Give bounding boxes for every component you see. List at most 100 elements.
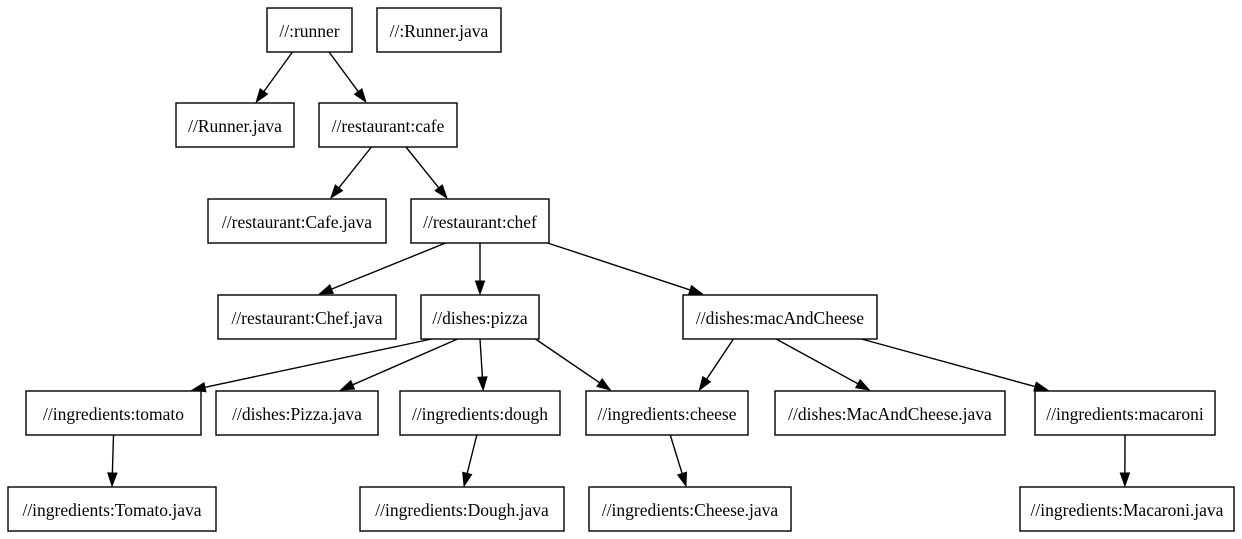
node-label: //Runner.java xyxy=(188,116,282,136)
edge-line xyxy=(535,338,600,384)
edge-line xyxy=(352,338,458,386)
arrowhead-icon xyxy=(854,378,871,391)
node-label: //dishes:pizza xyxy=(432,308,527,328)
node-box xyxy=(682,294,878,340)
node-label: //dishes:macAndCheese xyxy=(696,308,864,328)
edge-line xyxy=(775,338,859,385)
graph-node-runner-java: //Runner.java xyxy=(175,102,295,148)
edge-line xyxy=(204,338,432,388)
graph-node-macaroni: //ingredients:macaroni xyxy=(1034,390,1216,436)
graph-node-macandcheese: //dishes:macAndCheese xyxy=(682,294,878,340)
arrowhead-icon xyxy=(596,378,612,391)
edge-tomato-to-tomato-java xyxy=(107,434,118,488)
node-box xyxy=(175,102,295,148)
node-label: //restaurant:chef xyxy=(423,212,537,232)
node-box xyxy=(585,390,749,436)
edge-line xyxy=(466,434,478,474)
graph-node-dough-java: //ingredients:Dough.java xyxy=(359,486,565,532)
arrowhead-icon xyxy=(339,379,356,391)
arrowhead-icon xyxy=(477,376,488,392)
node-label: //ingredients:macaroni xyxy=(1046,404,1204,424)
edge-macandcheese-to-macaroni xyxy=(861,338,1050,392)
node-label: //dishes:Pizza.java xyxy=(232,404,362,424)
arrowhead-icon xyxy=(107,472,118,488)
node-label: //restaurant:Chef.java xyxy=(231,308,382,328)
node-box xyxy=(215,390,379,436)
graph-node-cafe-java: //restaurant:Cafe.java xyxy=(207,198,387,244)
graph-node-dough: //ingredients:dough xyxy=(399,390,561,436)
graph-node-pizza-java: //dishes:Pizza.java xyxy=(215,390,379,436)
arrowhead-icon xyxy=(318,284,334,295)
node-box xyxy=(420,294,540,340)
edge-dough-to-dough-java xyxy=(462,434,478,488)
arrowhead-icon xyxy=(434,184,448,200)
node-box xyxy=(1034,390,1216,436)
edge-macandcheese-to-macandcheese-java xyxy=(775,338,871,391)
edge-cheese-to-cheese-java xyxy=(669,434,688,488)
graph-node-runner: //:runner xyxy=(266,7,353,53)
graph-node-tomato-java: //ingredients:Tomato.java xyxy=(7,486,217,532)
edge-cafe-to-cafe-java xyxy=(329,146,372,200)
node-label: //restaurant:cafe xyxy=(332,116,445,136)
node-box xyxy=(376,7,502,53)
node-box xyxy=(588,486,792,532)
node-label: //:runner xyxy=(279,21,339,41)
node-box xyxy=(7,486,217,532)
graph-node-chef-java: //restaurant:Chef.java xyxy=(217,294,397,340)
edge-line xyxy=(263,51,294,92)
edge-line xyxy=(861,338,1036,388)
edge-line xyxy=(338,146,372,189)
edge-line xyxy=(706,338,735,380)
node-box xyxy=(410,198,550,244)
arrowhead-icon xyxy=(329,184,344,200)
node-label: //ingredients:cheese xyxy=(598,404,737,424)
arrowhead-icon xyxy=(676,471,688,488)
node-box xyxy=(266,7,353,53)
edge-line xyxy=(547,242,691,291)
edge-chef-to-chef-java xyxy=(318,242,446,295)
edge-runner-to-cafe xyxy=(328,51,367,104)
graph-node-macaroni-java: //ingredients:Macaroni.java xyxy=(1019,486,1235,532)
node-box xyxy=(207,198,387,244)
graph-node-runner-java-root: //:Runner.java xyxy=(376,7,502,53)
node-label: //restaurant:Cafe.java xyxy=(222,212,372,232)
edge-cafe-to-chef xyxy=(405,146,448,200)
arrowhead-icon xyxy=(462,471,473,488)
graph-node-pizza: //dishes:pizza xyxy=(420,294,540,340)
node-label: //:Runner.java xyxy=(390,21,489,41)
edge-runner-to-runner-java xyxy=(255,51,294,104)
arrowhead-icon xyxy=(353,87,367,104)
node-label: //ingredients:dough xyxy=(412,404,548,424)
node-box xyxy=(217,294,397,340)
arrowhead-icon xyxy=(474,280,486,296)
edge-line xyxy=(328,51,359,92)
edge-chef-to-pizza xyxy=(474,243,486,296)
node-box xyxy=(318,102,458,148)
graph-node-cheese: //ingredients:cheese xyxy=(585,390,749,436)
arrowhead-icon xyxy=(1119,472,1131,488)
edge-line xyxy=(331,242,446,290)
node-box xyxy=(25,390,202,436)
graph-node-cafe: //restaurant:cafe xyxy=(318,102,458,148)
node-box xyxy=(399,390,561,436)
arrowhead-icon xyxy=(1033,381,1050,392)
node-box xyxy=(774,390,1006,436)
edge-line xyxy=(111,434,115,474)
edge-macaroni-to-macaroni-java xyxy=(1119,434,1131,488)
arrowhead-icon xyxy=(255,87,269,104)
edge-pizza-to-pizza-java xyxy=(339,338,458,391)
graph-node-cheese-java: //ingredients:Cheese.java xyxy=(588,486,792,532)
node-label: //ingredients:Macaroni.java xyxy=(1031,500,1224,520)
edge-pizza-to-cheese xyxy=(535,338,612,391)
node-box xyxy=(359,486,565,532)
arrowhead-icon xyxy=(698,375,712,392)
edge-line xyxy=(405,146,440,189)
node-box xyxy=(1019,486,1235,532)
graph-node-tomato: //ingredients:tomato xyxy=(25,390,202,436)
edge-line xyxy=(669,434,683,474)
edge-line xyxy=(479,338,484,378)
node-label: //ingredients:Cheese.java xyxy=(602,500,779,520)
edge-macandcheese-to-cheese xyxy=(698,338,735,392)
node-label: //dishes:MacAndCheese.java xyxy=(788,404,992,424)
